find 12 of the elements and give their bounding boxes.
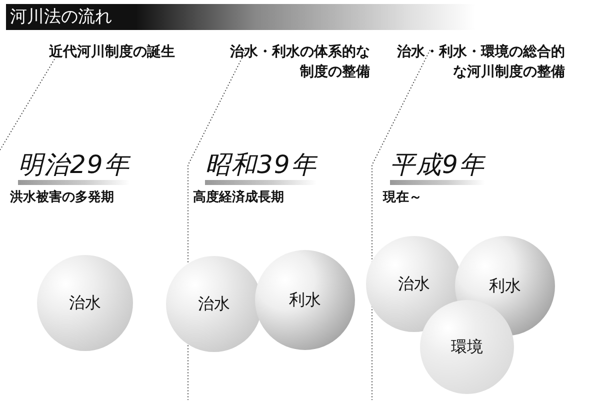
circle-label: 環境 [451, 336, 483, 358]
heading-text: 治水・利水の体系的な制度の整備 [229, 43, 370, 82]
circle-label: 治水 [198, 294, 230, 314]
heading-text: 治水・利水・環境の総合的な河川制度の整備 [396, 42, 565, 82]
period-label: 高度経済成長期 [193, 188, 284, 206]
circle-label: 利水 [489, 276, 521, 296]
circle-label: 利水 [289, 290, 321, 310]
heading-text: 近代河川制度の誕生 [48, 42, 175, 62]
period-label: 現在～ [383, 189, 422, 206]
circle-label: 治水 [69, 292, 101, 314]
period-label: 洪水被害の多発期 [10, 188, 114, 206]
circle-label: 治水 [398, 274, 430, 294]
